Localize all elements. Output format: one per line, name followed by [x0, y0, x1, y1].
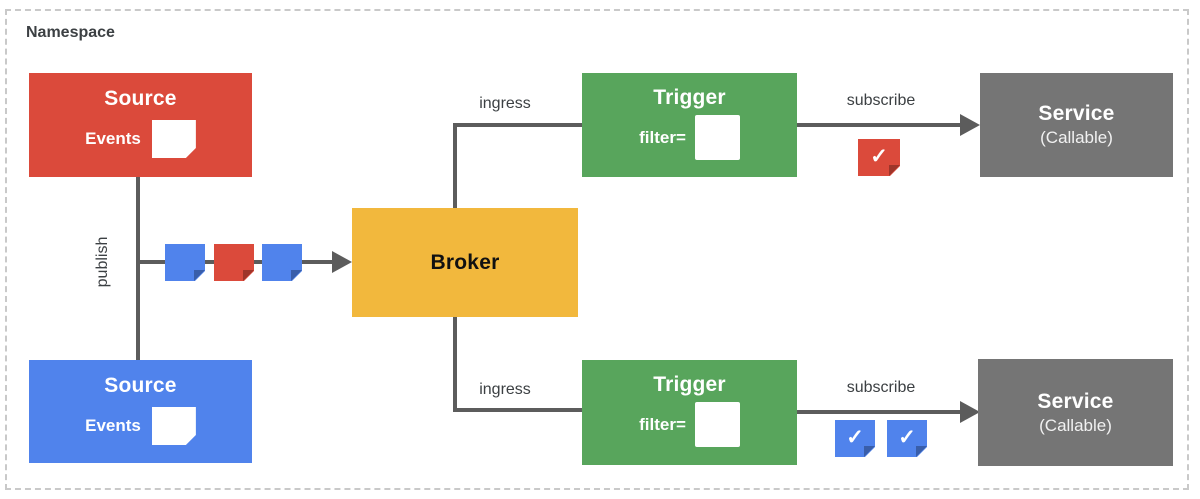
delivered-event-check-icon: ✓ — [835, 420, 875, 457]
ingress-top-horizontal-line — [453, 123, 584, 127]
note-fold-icon — [194, 270, 205, 281]
note-fold-icon — [864, 446, 875, 457]
event-note-icon — [262, 244, 302, 281]
broker-box: Broker — [352, 208, 578, 317]
note-fold-icon — [916, 446, 927, 457]
trigger-title: Trigger — [653, 86, 726, 109]
subscribe-top-line — [797, 123, 963, 127]
event-note-icon — [214, 244, 254, 281]
ingress-top-vertical-line — [453, 125, 457, 210]
ingress-top-label: ingress — [479, 95, 531, 112]
publish-arrowhead-icon — [332, 251, 352, 273]
source-title: Source — [104, 374, 177, 397]
checkmark-glyph: ✓ — [846, 426, 864, 449]
subscribe-top-label: subscribe — [846, 92, 916, 109]
filter-label: filter= — [639, 414, 686, 434]
source-box-red: Source Events — [29, 73, 252, 177]
event-note-icon — [165, 244, 205, 281]
ingress-bottom-label: ingress — [479, 381, 531, 398]
note-fold-icon — [243, 270, 254, 281]
events-label: Events — [85, 416, 141, 435]
service-title: Service — [1037, 389, 1114, 413]
service-subtitle: (Callable) — [1040, 128, 1113, 147]
service-title: Service — [1038, 102, 1115, 125]
subscribe-bottom-arrowhead-icon — [960, 401, 980, 423]
subscribe-top-arrowhead-icon — [960, 114, 980, 136]
trigger-box-bottom: Trigger filter= — [582, 360, 797, 465]
filter-event-icon — [694, 402, 740, 447]
note-fold-icon — [889, 165, 900, 176]
broker-title: Broker — [430, 250, 500, 274]
subscribe-bottom-line — [797, 410, 963, 414]
source-title: Source — [104, 87, 177, 110]
events-label: Events — [85, 129, 141, 148]
delivered-event-check-icon: ✓ — [887, 420, 927, 457]
ingress-bottom-horizontal-line — [453, 408, 584, 412]
checkmark-glyph: ✓ — [898, 426, 916, 449]
filter-event-icon — [694, 115, 740, 160]
note-fold-icon — [291, 270, 302, 281]
service-subtitle: (Callable) — [1039, 415, 1112, 435]
filter-row: filter= — [639, 402, 740, 447]
trigger-box-top: Trigger filter= — [582, 73, 797, 177]
namespace-label: Namespace — [26, 24, 115, 41]
subscribe-bottom-label: subscribe — [846, 379, 916, 396]
ingress-bottom-vertical-line — [453, 315, 457, 412]
event-note-icon — [152, 120, 196, 158]
source-box-blue: Source Events — [29, 360, 252, 463]
publish-label: publish — [94, 236, 111, 288]
event-note-icon — [152, 407, 196, 445]
service-box-bottom: Service (Callable) — [978, 359, 1173, 466]
events-row: Events — [85, 407, 196, 445]
publish-vertical-line — [136, 177, 140, 362]
events-row: Events — [85, 120, 196, 158]
filter-label: filter= — [639, 127, 686, 147]
delivered-event-check-icon: ✓ — [858, 139, 900, 176]
filter-row: filter= — [639, 115, 740, 160]
trigger-title: Trigger — [653, 373, 726, 396]
checkmark-glyph: ✓ — [870, 145, 888, 168]
namespace-boundary — [5, 9, 1189, 490]
service-box-top: Service (Callable) — [980, 73, 1173, 177]
